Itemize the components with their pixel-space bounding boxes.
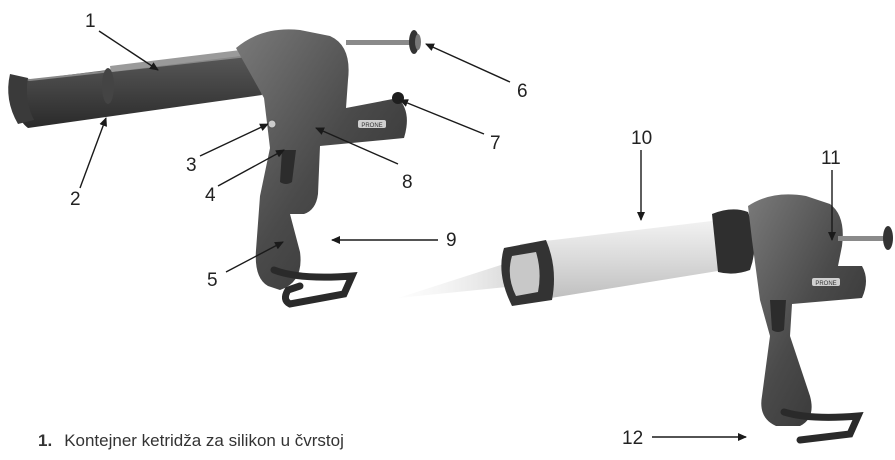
leader-3 xyxy=(199,123,269,157)
callout-5: 5 xyxy=(207,270,218,291)
parts-legend: 1. Kontejner ketridža za silikon u čvrsto… xyxy=(38,431,344,451)
callout-7: 7 xyxy=(490,133,501,154)
cartridge-tray xyxy=(12,52,262,128)
callout-4: 4 xyxy=(205,185,216,206)
legend-item-number: 1. xyxy=(38,431,53,450)
callout-11: 11 xyxy=(821,148,841,169)
callout-10: 10 xyxy=(631,128,653,149)
leader-7 xyxy=(399,99,485,135)
wrist-strap-right xyxy=(780,408,864,444)
brand-text-right: PRONE xyxy=(815,281,836,287)
left-caulking-gun: PRONE xyxy=(8,29,421,308)
callout-2: 2 xyxy=(70,189,81,210)
trigger-right xyxy=(770,300,786,332)
gun-body xyxy=(236,29,407,291)
callout-12: 12 xyxy=(622,428,644,449)
plunger-disc xyxy=(102,68,114,104)
leader-5 xyxy=(225,241,284,273)
nozzle-cone xyxy=(398,262,516,298)
wrist-strap-left xyxy=(270,266,358,308)
collar xyxy=(712,209,755,274)
leader-lines xyxy=(79,30,836,441)
rear-knob-right xyxy=(883,226,893,250)
front-end-cap xyxy=(8,74,34,124)
rear-rod xyxy=(346,40,410,45)
brand-text-left: PRONE xyxy=(361,123,382,129)
callout-1: 1 xyxy=(85,11,96,32)
brand-plate xyxy=(358,120,386,128)
callout-9: 9 xyxy=(446,230,457,251)
rear-rod-right xyxy=(838,236,886,241)
leader-2 xyxy=(79,117,107,189)
cartridge-tube xyxy=(520,220,729,302)
dial-left xyxy=(392,92,404,104)
leader-4 xyxy=(217,149,285,187)
callout-8: 8 xyxy=(402,172,413,193)
leader-8 xyxy=(315,127,399,165)
trigger xyxy=(280,150,296,184)
callout-3: 3 xyxy=(186,155,197,176)
leader-6 xyxy=(425,43,511,83)
leader-1 xyxy=(98,30,159,71)
callout-6: 6 xyxy=(517,81,528,102)
plunger-rod-inner xyxy=(109,47,260,72)
right-caulking-gun: PRONE xyxy=(398,194,893,444)
legend-item-text: Kontejner ketridža za silikon u čvrstoj xyxy=(64,431,344,450)
gun-body-right xyxy=(748,194,866,426)
